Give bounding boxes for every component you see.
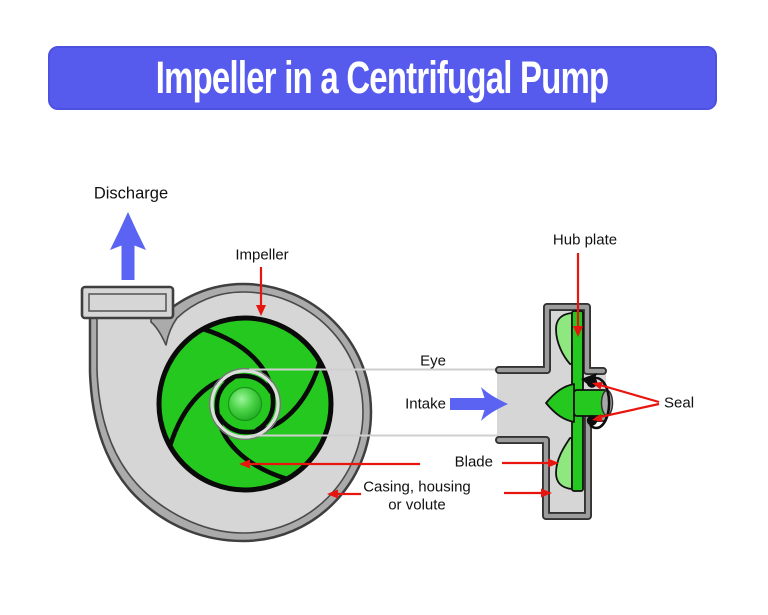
eye-circle-outline (208, 367, 282, 441)
label-seal: Seal (664, 394, 695, 412)
blade-bottom-section (555, 437, 573, 490)
label-casing: Casing, housing or volute (352, 479, 482, 514)
discharge-flange (80, 285, 175, 320)
blade-callout-head-right (548, 458, 559, 468)
eye-circle-ring (210, 369, 280, 439)
label-impeller: Impeller (235, 246, 289, 264)
impeller-blades (167, 326, 323, 482)
discharge-arrow (110, 212, 146, 280)
impeller-callout-head (256, 305, 266, 316)
pump-cross-section (495, 303, 614, 520)
blade-callout-head-left (239, 459, 250, 469)
seal-top-callout-line (599, 383, 660, 404)
label-hub-plate: Hub plate (552, 231, 618, 249)
shaft-end-cap (600, 389, 614, 417)
seal-bottom-callout-line (599, 402, 660, 419)
title-banner: Impeller in a Centrifugal Pump (48, 46, 717, 110)
blade-top-section (555, 312, 573, 365)
hub-plate-callout-head (573, 326, 583, 337)
label-eye: Eye (420, 352, 446, 370)
impeller-hub-ball (227, 386, 263, 422)
rotation-arrow-arc (589, 376, 611, 430)
seal-top-callout-head (592, 381, 603, 390)
label-discharge: Discharge (93, 184, 169, 203)
intake-arrow (450, 387, 508, 421)
casing-wall-top (496, 304, 606, 374)
page-title: Impeller in a Centrifugal Pump (156, 52, 609, 103)
label-casing-line2: or volute (388, 496, 446, 513)
label-blade: Blade (454, 453, 493, 471)
label-intake: Intake (405, 395, 446, 413)
pump-side-view (80, 282, 373, 543)
casing-callout-head-left (327, 489, 338, 499)
callout-arrows (239, 253, 660, 499)
rotation-arrow-head (581, 373, 597, 388)
casing-callout-head-right (541, 488, 552, 498)
label-casing-line1: Casing, housing (363, 478, 471, 496)
discharge-flange-inner-line (88, 293, 167, 312)
seal-bottom (586, 415, 598, 426)
seal-bottom-callout-head (592, 413, 603, 422)
